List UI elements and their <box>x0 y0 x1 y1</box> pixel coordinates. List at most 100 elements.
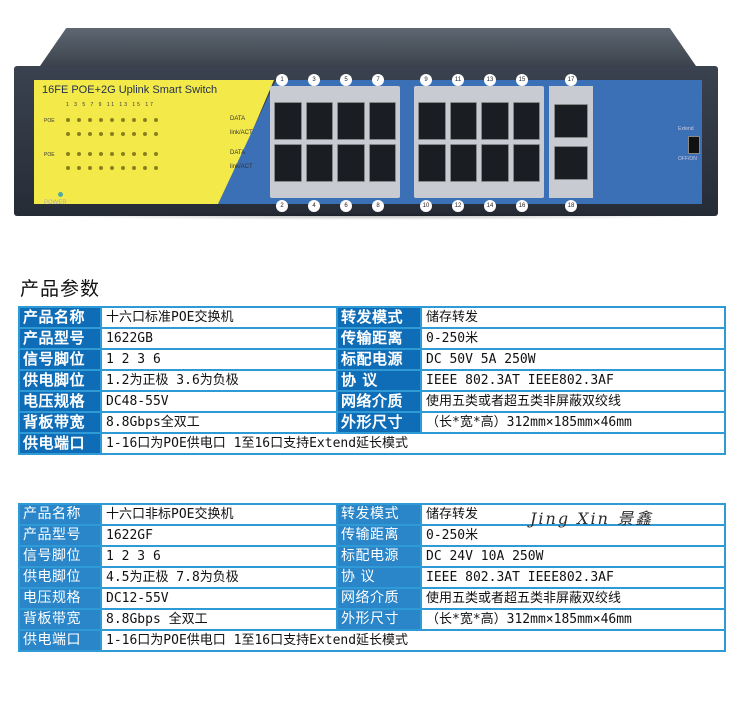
table-row: 产品型号 1622GB 传输距离 0-250米 <box>18 327 726 350</box>
spec-value: 4.5为正极 7.8为负极 <box>100 566 338 589</box>
table-row: 电压规格 DC12-55V 网络介质 使用五类或者超五类非屏蔽双绞线 <box>18 587 726 610</box>
section-title: 产品参数 <box>20 278 101 300</box>
spec-value: 0-250米 <box>420 524 726 547</box>
spec-value: （长*宽*高）312mm×185mm×46mm <box>420 608 726 631</box>
spec-value: 1 2 3 6 <box>100 545 338 568</box>
power-label: POWER <box>44 200 67 206</box>
led-row-1 <box>66 118 158 122</box>
port-number-badge: 12 <box>452 200 464 212</box>
table-row: 产品名称 十六口标准POE交换机 转发模式 储存转发 <box>18 306 726 329</box>
spec-value: 储存转发 <box>420 306 726 329</box>
spec-label: 供电端口 <box>18 432 102 455</box>
table-row: 供电端口 1-16口为POE供电口 1至16口支持Extend延长模式 <box>18 432 726 455</box>
rj45-port-icon <box>274 144 302 182</box>
port-number-badge: 3 <box>308 74 320 86</box>
led-label-data-2: DATA <box>230 150 246 156</box>
spec-label: 供电端口 <box>18 629 102 652</box>
led-row-2 <box>66 132 158 136</box>
spec-value: 8.8Gbps全双工 <box>100 411 338 434</box>
spec-label: 网络介质 <box>336 587 422 610</box>
switch-front-panel: 16FE POE+2G Uplink Smart Switch 1 3 5 7 … <box>14 66 718 216</box>
spec-label: 协 议 <box>336 369 422 392</box>
spec-label: 产品型号 <box>18 327 102 350</box>
spec-label: 产品名称 <box>18 503 102 526</box>
spec-value: DC48-55V <box>100 390 338 413</box>
spec-label: 产品名称 <box>18 306 102 329</box>
rj45-port-icon <box>512 102 540 140</box>
spec-label: 传输距离 <box>336 327 422 350</box>
rj45-port-icon <box>481 144 509 182</box>
spec-label: 网络介质 <box>336 390 422 413</box>
spec-label: 协 议 <box>336 566 422 589</box>
port-number-badge: 4 <box>308 200 320 212</box>
table-row: 电压规格 DC48-55V 网络介质 使用五类或者超五类非屏蔽双绞线 <box>18 390 726 413</box>
port-number-badge: 16 <box>516 200 528 212</box>
spec-table-standard: 产品名称 十六口标准POE交换机 转发模式 储存转发 产品型号 1622GB 传… <box>18 306 726 455</box>
port-number-badge: 9 <box>420 74 432 86</box>
port-number-badge: 1 <box>276 74 288 86</box>
spec-label: 转发模式 <box>336 503 422 526</box>
led-port-numbers: 1 3 5 7 9 11 13 15 17 <box>66 102 155 108</box>
led-row-3 <box>66 152 158 156</box>
spec-label: 电压规格 <box>18 587 102 610</box>
rj45-port-icon <box>512 144 540 182</box>
spec-value: IEEE 802.3AT IEEE802.3AF <box>420 369 726 392</box>
rj45-port-icon <box>481 102 509 140</box>
port-block-9-16 <box>414 86 544 198</box>
rj45-port-icon <box>305 144 333 182</box>
rj45-port-icon <box>554 104 588 138</box>
spec-value: 1-16口为POE供电口 1至16口支持Extend延长模式 <box>100 432 726 455</box>
power-led-icon <box>58 192 63 197</box>
rj45-port-icon <box>554 146 588 180</box>
port-number-badge: 11 <box>452 74 464 86</box>
spec-value: 1 2 3 6 <box>100 348 338 371</box>
spec-label: 信号脚位 <box>18 545 102 568</box>
spec-value: IEEE 802.3AT IEEE802.3AF <box>420 566 726 589</box>
spec-value: DC 24V 10A 250W <box>420 545 726 568</box>
spec-label: 背板带宽 <box>18 608 102 631</box>
spec-value: DC12-55V <box>100 587 338 610</box>
table-row: 产品名称 十六口非标POE交换机 转发模式 储存转发 <box>18 503 726 526</box>
port-number-badge: 8 <box>372 200 384 212</box>
spec-value: （长*宽*高）312mm×185mm×46mm <box>420 411 726 434</box>
spec-value: 0-250米 <box>420 327 726 350</box>
rj45-port-icon <box>449 102 477 140</box>
rj45-port-icon <box>337 102 365 140</box>
spec-label: 标配电源 <box>336 545 422 568</box>
uplink-port-block <box>549 86 593 198</box>
led-row-4 <box>66 166 158 170</box>
port-number-badge: 10 <box>420 200 432 212</box>
table-row: 信号脚位 1 2 3 6 标配电源 DC 24V 10A 250W <box>18 545 726 568</box>
rj45-port-icon <box>337 144 365 182</box>
extend-label: Extend <box>678 126 694 132</box>
switch-case-top <box>40 28 696 66</box>
spec-value: 十六口非标POE交换机 <box>100 503 338 526</box>
spec-value: 储存转发 <box>420 503 726 526</box>
port-number-badge: 14 <box>484 200 496 212</box>
port-block-1-8 <box>270 86 400 198</box>
spec-value: DC 50V 5A 250W <box>420 348 726 371</box>
switch-image: 16FE POE+2G Uplink Smart Switch 1 3 5 7 … <box>12 28 722 220</box>
spec-label: 电压规格 <box>18 390 102 413</box>
rj45-port-icon <box>449 144 477 182</box>
led-label-link-2: link/ACT <box>230 164 253 170</box>
table-row: 供电脚位 4.5为正极 7.8为负极 协 议 IEEE 802.3AT IEEE… <box>18 566 726 589</box>
port-number-badge: 13 <box>484 74 496 86</box>
port-number-badge: 17 <box>565 74 577 86</box>
spec-value: 1622GB <box>100 327 338 350</box>
extend-onoff-label: OFF/ON <box>678 156 697 162</box>
poe-label-2: POE <box>44 152 55 158</box>
table-row: 产品型号 1622GF 传输距离 0-250米 <box>18 524 726 547</box>
table-row: 信号脚位 1 2 3 6 标配电源 DC 50V 5A 250W <box>18 348 726 371</box>
led-label-link-1: link/ACT <box>230 130 253 136</box>
led-label-data-1: DATA <box>230 116 246 122</box>
table-row: 供电脚位 1.2为正极 3.6为负极 协 议 IEEE 802.3AT IEEE… <box>18 369 726 392</box>
spec-value: 1622GF <box>100 524 338 547</box>
rj45-port-icon <box>368 102 396 140</box>
port-number-badge: 6 <box>340 200 352 212</box>
spec-label: 供电脚位 <box>18 369 102 392</box>
spec-label: 信号脚位 <box>18 348 102 371</box>
spec-label: 标配电源 <box>336 348 422 371</box>
rj45-port-icon <box>368 144 396 182</box>
switch-model-title: 16FE POE+2G Uplink Smart Switch <box>42 84 218 96</box>
